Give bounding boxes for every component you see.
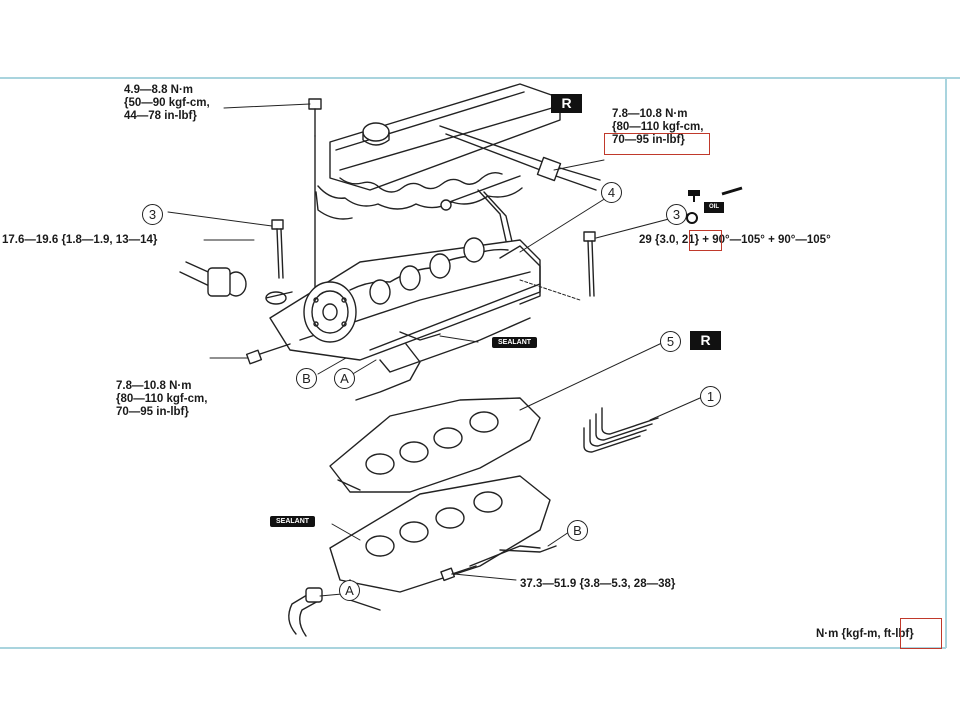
gasket-bracket	[355, 245, 541, 401]
torque-top-right-line-3: 70—95 in-lbf}	[612, 134, 685, 146]
coolant-hose	[288, 587, 323, 637]
torque-label-mid-left: 7.8—10.8 N·m {80—110 kgf-cm, 70—95 in-lb…	[116, 380, 207, 419]
callout-3-right: 3	[666, 204, 687, 225]
highlight-21	[689, 230, 722, 251]
callout-5: 5	[660, 331, 681, 352]
callout-4: 4	[601, 182, 622, 203]
torque-mid-left-line-2: {80—110 kgf-cm,	[116, 393, 208, 405]
torque-label-bottom: 37.3—51.9 {3.8—5.3, 28—38}	[520, 578, 676, 590]
replace-tag-top: R	[551, 94, 582, 113]
callout-a-top: A	[334, 368, 355, 389]
highlight-ft-lbf	[900, 618, 942, 649]
torque-cover-line-3: 44—78 in-lbf}	[124, 110, 197, 122]
sealant-tag-2: SEALANT	[270, 516, 316, 527]
breather-pipe	[439, 125, 601, 251]
torque-label-top-right: 7.8—10.8 N·m {80—110 kgf-cm, 70—95 in-lb…	[612, 108, 703, 147]
head-bolt-right	[583, 231, 596, 297]
bottom-bolt	[440, 565, 477, 582]
callout-3-left: 3	[142, 204, 163, 225]
torque-top-right-line-2: {80—110 kgf-cm,	[612, 121, 704, 133]
cylinder-block	[329, 475, 557, 611]
torque-top-right-line-1: 7.8—10.8 N·m	[612, 108, 688, 120]
cam-pulley	[303, 281, 357, 343]
torque-label-left: 17.6—19.6 {1.8—1.9, 13—14}	[2, 234, 158, 246]
unit-note: N·m {kgf-m, ft-lbf}	[816, 628, 914, 640]
head-bolt-left	[271, 219, 284, 279]
leader-lines	[167, 103, 701, 597]
oil-seal	[179, 261, 293, 305]
sealant-tag-1: SEALANT	[492, 337, 538, 348]
torque-label-cover: 4.9—8.8 N·m {50—90 kgf-cm, 44—78 in-lbf}	[124, 84, 210, 123]
torque-mid-left-line-3: 70—95 in-lbf}	[116, 406, 189, 418]
torque-cover-line-1: 4.9—8.8 N·m	[124, 84, 194, 96]
torque-label-bolt-right: 29 {3.0, 21} + 90°—105° + 90°—105°	[639, 234, 831, 246]
head-gasket	[329, 397, 541, 493]
callout-b-top: B	[296, 368, 317, 389]
callout-a-bottom: A	[339, 580, 360, 601]
oil-tag: OIL	[704, 202, 724, 213]
valve-stem-seals	[583, 407, 659, 453]
replace-tag-mid: R	[690, 331, 721, 350]
torque-mid-left-line-1: 7.8—10.8 N·m	[116, 380, 192, 392]
oil-can-icon	[686, 186, 743, 224]
cover-bolt	[308, 98, 322, 291]
highlight-in-lbf-top	[604, 133, 710, 155]
head-cover	[315, 83, 561, 220]
callout-b-bottom: B	[567, 520, 588, 541]
mid-left-bolt	[245, 343, 291, 365]
callout-1: 1	[700, 386, 721, 407]
torque-cover-line-2: {50—90 kgf-cm,	[124, 97, 210, 109]
